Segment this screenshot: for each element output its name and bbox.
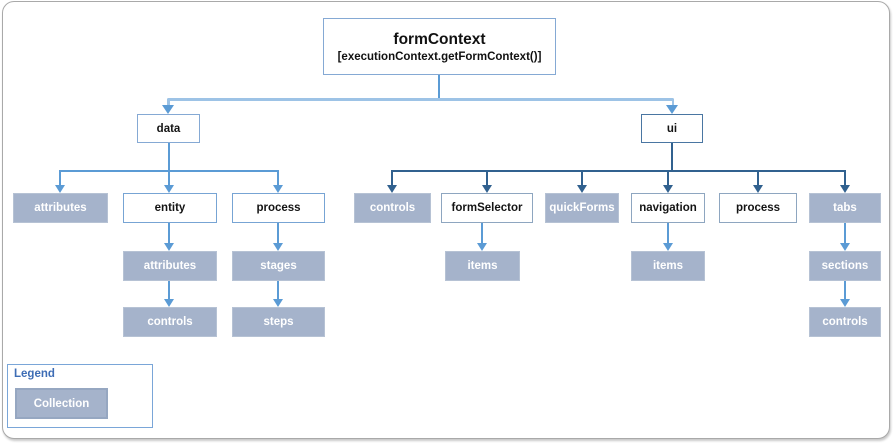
arrowhead-to-ui-controls <box>387 185 397 193</box>
node-ui-controls: controls <box>354 193 431 223</box>
arrowhead-to-stages <box>273 243 283 251</box>
arrowhead-to-ui-process <box>753 185 763 193</box>
arrowhead-to-formselector <box>482 185 492 193</box>
connector-tabs-sections <box>844 223 846 243</box>
arrowhead-to-steps <box>273 299 283 307</box>
connector-ui-hbar <box>391 170 846 172</box>
node-quickforms: quickForms <box>545 193 619 223</box>
arrowhead-to-tabs <box>840 185 850 193</box>
node-data-process: process <box>232 193 325 223</box>
arrowhead-to-quickforms <box>577 185 587 193</box>
arrowhead-to-data <box>162 105 174 114</box>
connector-entity-attributes <box>168 223 170 243</box>
connector-stages-steps <box>277 281 279 299</box>
connector-ui-drop-formselector <box>486 170 488 185</box>
connector-process-stages <box>277 223 279 243</box>
arrowhead-to-navigation-items <box>663 243 673 251</box>
connector-sections-controls <box>844 281 846 299</box>
arrowhead-to-data-attributes <box>55 185 65 193</box>
arrowhead-to-navigation <box>663 185 673 193</box>
node-process-steps: steps <box>232 307 325 337</box>
arrowhead-to-sections-controls <box>840 299 850 307</box>
node-formselector-items: items <box>445 251 520 281</box>
node-navigation-items: items <box>631 251 705 281</box>
node-data-attributes: attributes <box>13 193 108 223</box>
arrowhead-to-formselector-items <box>477 243 487 251</box>
connector-root-trunk <box>438 75 440 99</box>
node-entity: entity <box>123 193 217 223</box>
connector-attributes-controls <box>168 281 170 299</box>
connector-formselector-items <box>481 223 483 243</box>
node-entity-controls: controls <box>123 307 217 337</box>
node-tabs: tabs <box>809 193 881 223</box>
node-ui-process: process <box>719 193 797 223</box>
connector-data-drop-attributes <box>59 170 61 185</box>
node-process-stages: stages <box>232 251 325 281</box>
connector-data-drop-entity <box>168 170 170 185</box>
connector-navigation-items <box>667 223 669 243</box>
node-formselector: formSelector <box>441 193 533 223</box>
node-formcontext: formContext [executionContext.getFormCon… <box>323 18 556 75</box>
node-formcontext-title: formContext <box>393 30 486 48</box>
node-ui: ui <box>641 114 703 143</box>
connector-data-drop-process <box>277 170 279 185</box>
connector-ui-drop-process <box>757 170 759 185</box>
connector-ui-drop-navigation <box>667 170 669 185</box>
arrowhead-to-entity-controls <box>164 299 174 307</box>
connector-root-drop-data <box>167 99 170 107</box>
node-navigation: navigation <box>631 193 705 223</box>
connector-ui-drop-tabs <box>844 170 846 185</box>
arrowhead-to-data-process <box>273 185 283 193</box>
node-entity-attributes: attributes <box>123 251 217 281</box>
legend-collection-swatch: Collection <box>15 388 108 419</box>
connector-ui-drop-controls <box>391 170 393 185</box>
node-sections-controls: controls <box>809 307 881 337</box>
arrowhead-to-ui <box>666 105 678 114</box>
connector-ui-drop-quickforms <box>581 170 583 185</box>
node-formcontext-subtitle: [executionContext.getFormContext()] <box>337 50 542 63</box>
legend-title: Legend <box>14 368 55 380</box>
node-data: data <box>137 114 200 143</box>
node-tabs-sections: sections <box>809 251 881 281</box>
arrowhead-to-entity <box>164 185 174 193</box>
arrowhead-to-sections <box>840 243 850 251</box>
connector-root-drop-ui <box>671 99 674 107</box>
connector-root-hbar <box>167 98 674 101</box>
arrowhead-to-entity-attributes <box>164 243 174 251</box>
connector-data-trunk <box>168 143 170 171</box>
connector-ui-trunk <box>671 143 673 171</box>
